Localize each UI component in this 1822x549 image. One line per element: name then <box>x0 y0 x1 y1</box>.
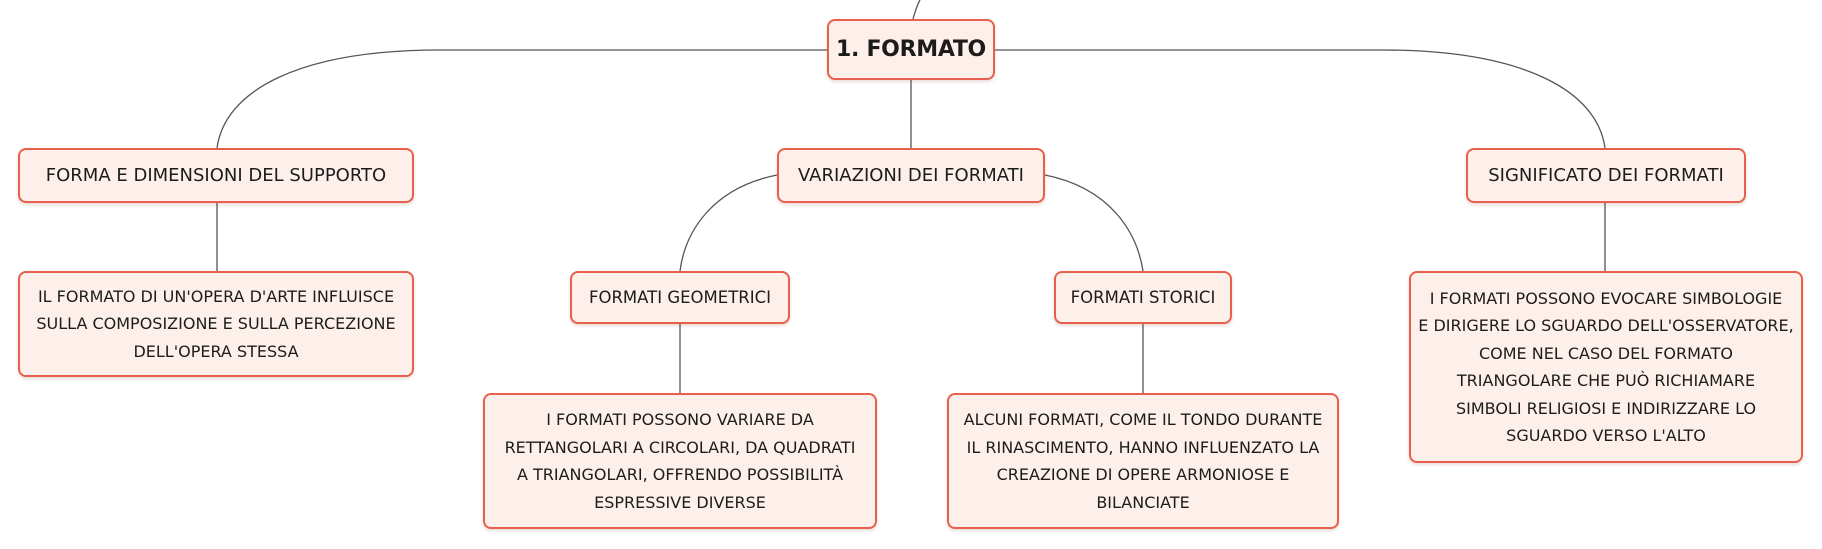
topic-variazioni-formati[interactable]: VARIAZIONI DEI FORMATI <box>777 148 1045 203</box>
topic-significato-formati[interactable]: SIGNIFICATO DEI FORMATI <box>1466 148 1746 203</box>
topic-label: FORMA E DIMENSIONI DEL SUPPORTO <box>45 165 387 186</box>
detail-line: SGUARDO VERSO L'ALTO <box>1506 426 1706 445</box>
detail-line: I FORMATI POSSONO VARIARE DA <box>546 410 814 429</box>
subtopic-label: FORMATI GEOMETRICI <box>588 288 772 307</box>
topic-forma-dimensioni[interactable]: FORMA E DIMENSIONI DEL SUPPORTO <box>18 148 414 203</box>
detail-line: TRIANGOLARE CHE PUÒ RICHIAMARE <box>1456 371 1756 390</box>
detail-formati-geometrici[interactable]: I FORMATI POSSONO VARIARE DA RETTANGOLAR… <box>483 393 877 529</box>
detail-line: CREAZIONE DI OPERE ARMONIOSE E <box>996 465 1290 484</box>
detail-text: ALCUNI FORMATI, COME IL TONDO DURANTE IL… <box>964 406 1323 516</box>
detail-line: RETTANGOLARI A CIRCOLARI, DA QUADRATI <box>504 437 856 457</box>
detail-forma-dimensioni[interactable]: IL FORMATO DI UN'OPERA D'ARTE INFLUISCE … <box>18 271 414 377</box>
detail-line: DELL'OPERA STESSA <box>133 341 299 361</box>
detail-line: E DIRIGERE LO SGUARDO DELL'OSSERVATORE, <box>1418 316 1794 335</box>
detail-line: SIMBOLI RELIGIOSI E INDIRIZZARE LO <box>1455 398 1757 418</box>
connector-parent-to-root <box>912 0 921 20</box>
detail-formati-storici[interactable]: ALCUNI FORMATI, COME IL TONDO DURANTE IL… <box>947 393 1339 529</box>
subtopic-formati-storici[interactable]: FORMATI STORICI <box>1054 271 1232 324</box>
detail-text: I FORMATI POSSONO VARIARE DA RETTANGOLAR… <box>505 406 856 516</box>
detail-line: SULLA COMPOSIZIONE E SULLA PERCEZIONE <box>36 314 396 334</box>
detail-text: I FORMATI POSSONO EVOCARE SIMBOLOGIE E D… <box>1418 285 1793 450</box>
connector-root-to-significato <box>995 49 1606 149</box>
subtopic-label: FORMATI STORICI <box>1070 288 1216 307</box>
detail-line: IL FORMATO DI UN'OPERA D'ARTE INFLUISCE <box>37 286 395 306</box>
detail-line: I FORMATI POSSONO EVOCARE SIMBOLOGIE <box>1429 288 1783 308</box>
topic-label: VARIAZIONI DEI FORMATI <box>798 165 1024 186</box>
detail-line: IL RINASCIMENTO, HANNO INFLUENZATO LA <box>966 437 1320 457</box>
detail-line: A TRIANGOLARI, OFFRENDO POSSIBILITÀ <box>516 465 844 484</box>
detail-significato-formati[interactable]: I FORMATI POSSONO EVOCARE SIMBOLOGIE E D… <box>1409 271 1803 463</box>
connector-variazioni-to-storici <box>1044 174 1144 272</box>
connector-root-to-forma <box>216 49 827 149</box>
root-node-label: 1. FORMATO <box>836 37 986 62</box>
detail-line: BILANCIATE <box>1096 492 1190 512</box>
detail-line: ESPRESSIVE DIVERSE <box>594 492 766 512</box>
topic-label: SIGNIFICATO DEI FORMATI <box>1488 165 1724 186</box>
detail-text: IL FORMATO DI UN'OPERA D'ARTE INFLUISCE … <box>36 283 395 366</box>
detail-line: ALCUNI FORMATI, COME IL TONDO DURANTE <box>963 410 1323 429</box>
connector-variazioni-to-geometrici <box>679 174 778 272</box>
detail-line: COME NEL CASO DEL FORMATO <box>1478 343 1733 363</box>
subtopic-formati-geometrici[interactable]: FORMATI GEOMETRICI <box>570 271 790 324</box>
root-node[interactable]: 1. FORMATO <box>827 19 995 80</box>
